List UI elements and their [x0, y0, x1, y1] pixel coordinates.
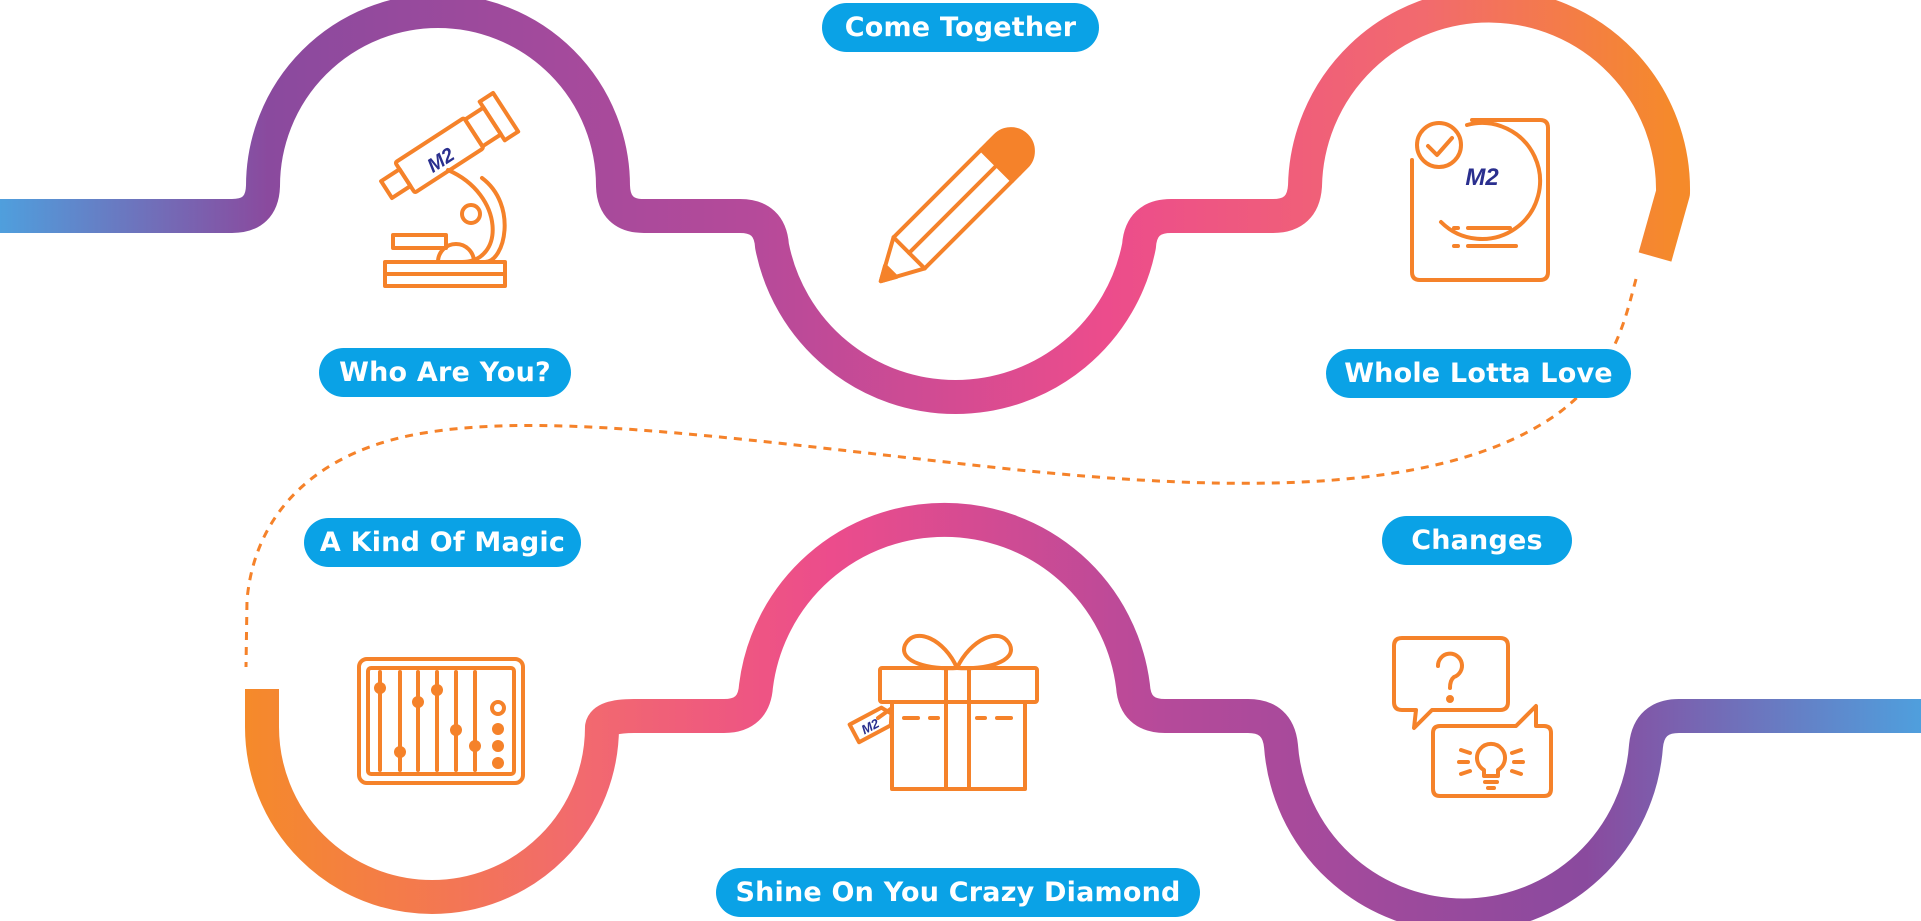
dashed-connector	[244, 278, 1638, 668]
stage-label-shine-on-you-crazy-diamond: Shine On You Crazy Diamond	[716, 868, 1200, 917]
top-track	[0, 0, 1691, 414]
pencil-icon	[878, 127, 1035, 284]
stage-label-changes: Changes	[1382, 516, 1572, 565]
checklist-document-icon	[1410, 118, 1550, 282]
microscope-icon	[379, 90, 521, 288]
m2-logo: M2	[1465, 164, 1499, 191]
stage-label-whole-lotta-love: Whole Lotta Love	[1326, 349, 1631, 398]
stage-label-who-are-you: Who Are You?	[319, 348, 571, 397]
stage-label-a-kind-of-magic: A Kind Of Magic	[304, 518, 581, 567]
bottom-track	[245, 502, 1921, 921]
gift-box-icon	[847, 633, 1039, 791]
mixer-knobs	[374, 682, 504, 769]
question-idea-chat-icon	[1392, 636, 1553, 798]
stage-label-come-together: Come Together	[822, 3, 1099, 52]
